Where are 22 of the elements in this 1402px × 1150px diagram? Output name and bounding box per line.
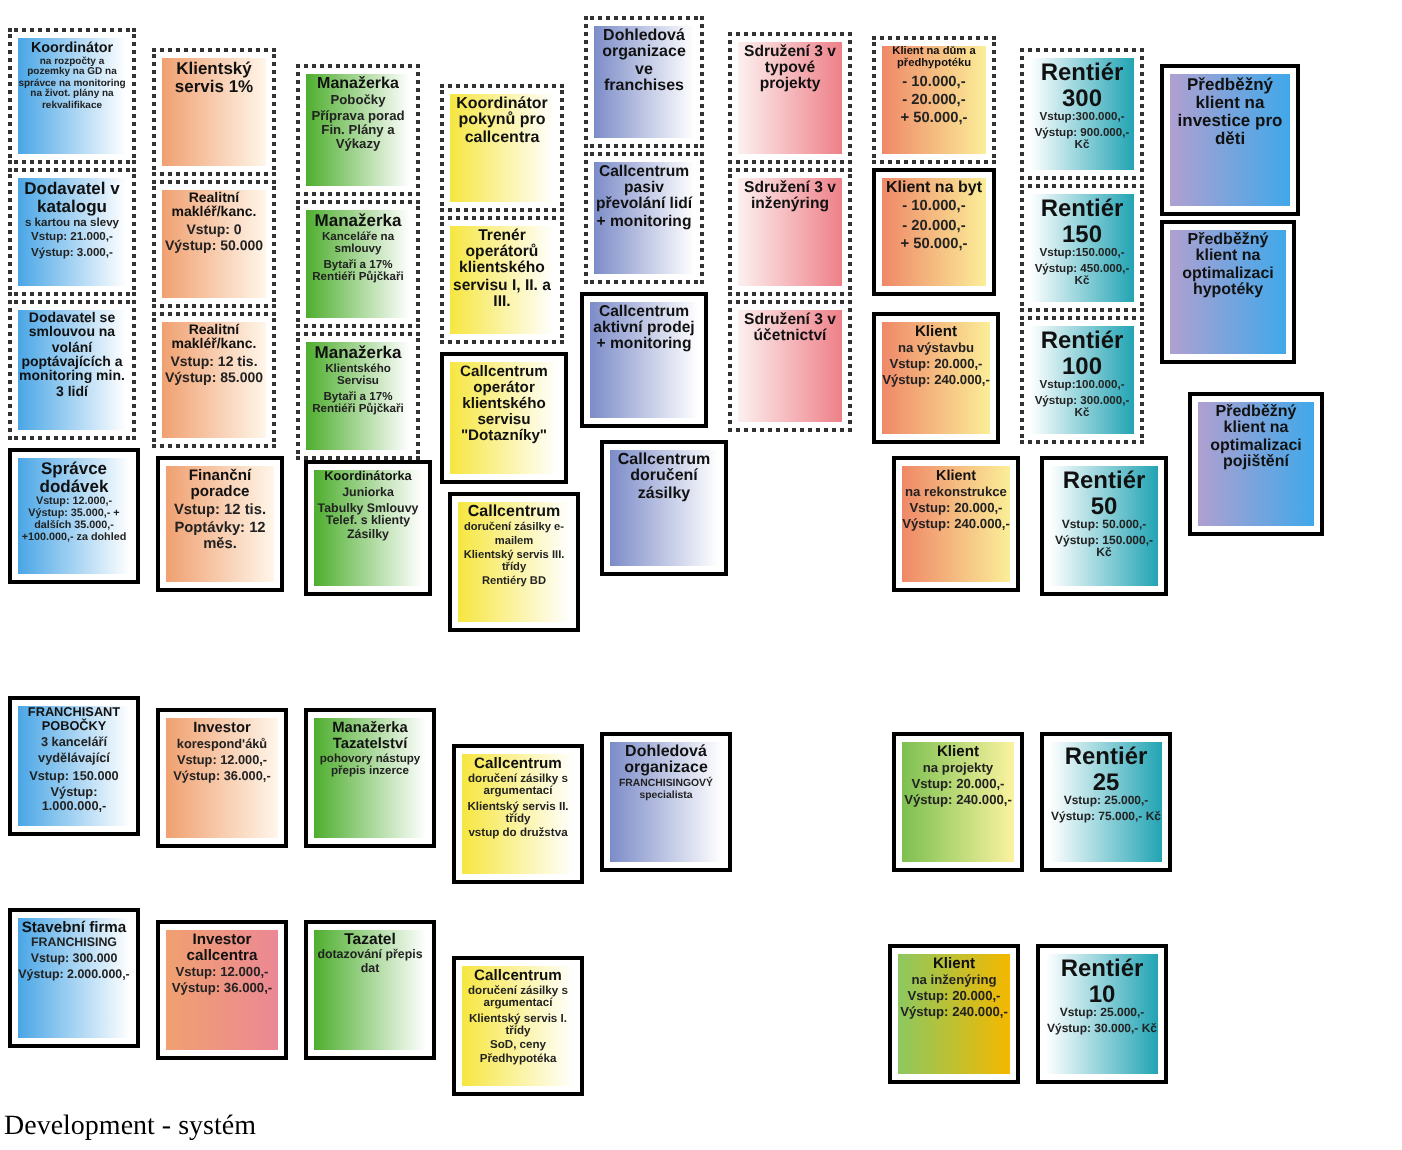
card-title: Callcentrum bbox=[467, 504, 561, 521]
card-title: Předběžný klient na investice pro děti bbox=[1175, 76, 1285, 148]
card-title: Manažerka bbox=[317, 76, 399, 93]
card-title: Správce dodávek bbox=[37, 460, 111, 496]
card-title: Předběžný klient na optimalizaci hypotéky bbox=[1180, 232, 1276, 300]
card-title: Klient na byt bbox=[885, 180, 982, 197]
card-title: Dodavatel v katalogu bbox=[22, 180, 122, 216]
card-title: Dohledová organizace bbox=[624, 744, 708, 777]
card-title: Rentiér 150 bbox=[1038, 196, 1126, 247]
card-title: Manažerka bbox=[314, 344, 402, 362]
card-title: Dohledová organizace ve franchises bbox=[600, 28, 688, 96]
card-title: Rentiér 25 bbox=[1062, 744, 1150, 795]
card-title: Předběžný klient na optimalizaci pojištění bbox=[1208, 404, 1304, 472]
card-title: Koordinátor pokynů pro callcentra bbox=[454, 96, 550, 147]
card-title: Klientský servis 1% bbox=[172, 60, 256, 96]
card-title: Rentiér 300 bbox=[1038, 60, 1126, 111]
caption: Development - systém bbox=[4, 1112, 256, 1144]
card-title: Rentiér 50 bbox=[1060, 468, 1148, 519]
card-title: Rentiér 10 bbox=[1058, 956, 1146, 1007]
card-title: Rentiér 100 bbox=[1038, 328, 1126, 379]
card-title: Callcentrum doručení zásilky bbox=[615, 452, 713, 503]
card-title: Manažerka bbox=[314, 212, 402, 230]
